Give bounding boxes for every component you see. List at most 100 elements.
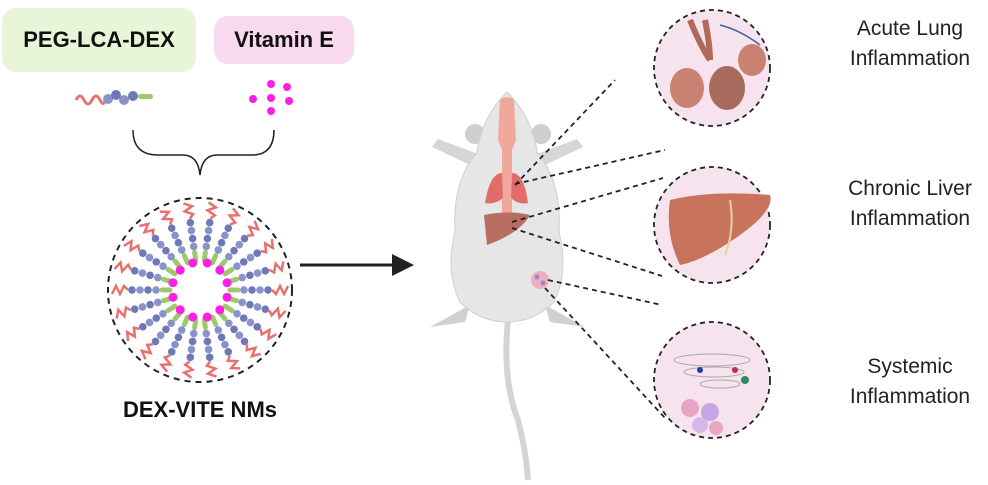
dex-segment — [192, 317, 199, 331]
lca-bead — [167, 319, 175, 328]
lca-bead — [152, 314, 161, 322]
lca-bead — [138, 249, 147, 258]
lca-bead — [240, 286, 248, 294]
lca-bead — [146, 300, 154, 309]
peg-chain — [271, 283, 290, 297]
lca-bead — [217, 238, 226, 247]
lca-bead — [152, 258, 161, 266]
polymer-label: PEG-LCA-DEX — [23, 27, 175, 52]
lca-bead — [187, 345, 196, 354]
peg-chain — [110, 283, 129, 297]
lca-bead — [171, 231, 179, 240]
lca-bead — [225, 319, 233, 328]
lca-bead — [128, 286, 136, 294]
dex-segment — [181, 314, 191, 328]
peg-chain — [267, 306, 287, 321]
lca-bead — [189, 329, 198, 338]
nanoparticle-boundary — [107, 197, 293, 383]
lca-bead — [253, 269, 262, 277]
lca-bead — [151, 337, 160, 346]
peg-chain — [204, 201, 219, 220]
dex-segment — [181, 252, 191, 266]
lca-bead — [225, 252, 233, 261]
dex-segment — [209, 252, 219, 266]
target-label-systemic: Systemic Inflammation — [820, 352, 988, 412]
vitamin-e-dot — [222, 292, 232, 302]
lca-bead — [214, 326, 223, 334]
lca-bead — [151, 234, 160, 243]
target-liver-line2: Inflammation — [849, 207, 971, 230]
target-lung-line1: Acute Lung — [856, 17, 964, 40]
lca-bead — [186, 353, 195, 362]
peg-chain — [115, 305, 132, 320]
lca-bead — [253, 322, 262, 331]
lca-bead — [159, 309, 167, 318]
lca-bead — [221, 231, 229, 240]
lca-bead — [224, 224, 233, 232]
peg-chain — [268, 260, 285, 275]
vitamin-e-dot — [188, 258, 198, 268]
vitamin-e-dot — [215, 305, 225, 315]
lca-bead — [217, 333, 226, 342]
leader-lines — [511, 79, 666, 419]
lca-bead — [221, 340, 229, 349]
dex-segment — [165, 303, 178, 314]
lca-bead — [256, 286, 264, 294]
lca-bead — [145, 318, 154, 327]
lca-bead — [174, 238, 183, 247]
lca-bead — [130, 267, 139, 275]
lca-bead — [205, 353, 214, 362]
lca-bead — [238, 273, 247, 282]
lca-bead — [156, 240, 165, 249]
peg-chain — [227, 207, 242, 226]
peg-chain — [181, 202, 196, 220]
lca-bead — [246, 318, 255, 327]
lca-bead — [188, 337, 197, 346]
target-liver-line1: Chronic Liver — [848, 177, 972, 200]
lca-bead — [246, 300, 254, 309]
systemic-inset — [653, 321, 771, 439]
peg-chain — [158, 354, 173, 373]
peg-chain — [226, 355, 241, 370]
peg-chain — [125, 326, 140, 342]
lca-bead — [204, 345, 213, 354]
peg-chain — [181, 360, 196, 379]
lca-bead — [187, 226, 196, 235]
peg-chain — [159, 210, 174, 225]
lca-bead — [235, 331, 244, 340]
lca-bead — [239, 314, 248, 322]
lca-bead — [171, 340, 179, 349]
lca-bead — [136, 286, 144, 294]
polymer-molecule-icon — [74, 90, 153, 106]
lca-bead — [246, 253, 255, 262]
target-label-liver: Chronic Liver Inflammation — [820, 174, 988, 234]
lca-bead — [162, 246, 170, 255]
peg-chain — [113, 259, 133, 274]
lca-bead — [177, 246, 186, 254]
peg-chain — [123, 238, 141, 253]
lca-bead — [153, 273, 162, 282]
dex-segment — [201, 317, 208, 331]
lca-bead — [203, 337, 212, 346]
target-label-lung: Acute Lung Inflammation — [820, 14, 988, 74]
vitamin-e-dot — [168, 278, 178, 288]
peg-chain — [139, 222, 155, 236]
lca-bead — [235, 240, 244, 249]
lca-bead — [264, 286, 272, 294]
dex-segment — [222, 303, 235, 314]
peg-chain — [245, 344, 261, 358]
lca-bead — [248, 286, 256, 294]
target-systemic-line1: Systemic — [867, 355, 953, 378]
lca-bead — [238, 298, 247, 307]
mouse-illustration — [430, 91, 585, 481]
vitamin-e-dot — [175, 305, 185, 315]
lca-bead — [205, 218, 214, 227]
target-systemic-line2: Inflammation — [849, 385, 971, 408]
lca-bead — [174, 333, 183, 342]
vitamin-e-dot — [188, 312, 198, 322]
lung-inset — [653, 9, 771, 127]
lca-bead — [144, 286, 152, 294]
vitamin-e-dot — [222, 278, 232, 288]
vitamin-e-dot — [202, 258, 212, 268]
